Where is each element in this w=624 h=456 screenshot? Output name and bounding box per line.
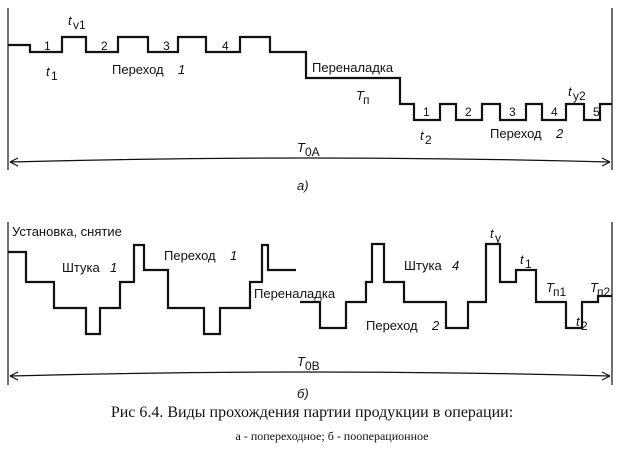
step-waveform-b — [8, 243, 296, 336]
svg-text:v1: v1 — [73, 18, 86, 32]
total-time-label-b: T 0B — [297, 354, 320, 373]
svg-text:Штука: Штука — [62, 260, 100, 275]
svg-text:4: 4 — [452, 258, 459, 273]
svg-text:t: t — [568, 84, 573, 99]
svg-text:2: 2 — [581, 319, 588, 333]
svg-text:t: t — [490, 226, 495, 241]
svg-text:п2: п2 — [597, 285, 610, 299]
svg-text:t: t — [68, 13, 73, 28]
svg-text:T: T — [356, 88, 365, 103]
t1-label-b: t 1 — [520, 252, 532, 271]
svg-text:2: 2 — [425, 133, 432, 147]
ty-label-b: t y — [490, 226, 501, 245]
caption-a: а) — [297, 178, 309, 193]
svg-text:Переход: Переход — [164, 248, 216, 263]
step-label-a2-2: 2 — [465, 105, 472, 119]
svg-text:t: t — [420, 128, 425, 143]
step-waveform-b2 — [300, 242, 612, 330]
svg-text:t: t — [520, 252, 525, 267]
svg-text:T: T — [590, 280, 599, 295]
svg-text:2: 2 — [431, 318, 440, 333]
t2-label-a: t 2 — [420, 128, 432, 147]
svg-text:y: y — [495, 231, 501, 245]
step-waveform-a — [8, 35, 612, 122]
piece1-label-b: Штука 1 — [62, 260, 117, 275]
svg-text:T: T — [297, 354, 306, 369]
svg-text:0B: 0B — [305, 359, 320, 373]
ty2-label-a: t y2 — [568, 84, 586, 103]
setup-label-b: Установка, снятие — [12, 224, 122, 239]
tp2-label-b: T п2 — [590, 280, 610, 299]
tp1-label-b: T п1 — [546, 280, 566, 299]
svg-text:п1: п1 — [553, 285, 566, 299]
piece4-label-b: Штука 4 — [404, 258, 459, 273]
svg-text:Переход: Переход — [366, 318, 418, 333]
transition1-label-a: Переход 1 — [112, 62, 185, 77]
transition2-label-b: Переход 2 — [366, 318, 440, 333]
step-label-a2-1: 1 — [423, 105, 430, 119]
svg-text:1: 1 — [178, 62, 185, 77]
svg-text:T: T — [546, 280, 555, 295]
svg-text:T: T — [297, 140, 306, 155]
svg-text:0A: 0A — [305, 145, 320, 159]
svg-text:2: 2 — [555, 126, 564, 141]
svg-text:1: 1 — [110, 260, 117, 275]
diagram-a: 1 2 3 4 t 1 t v1 Переход 1 Переналадка T… — [7, 8, 613, 193]
total-time-arc-a — [9, 157, 611, 163]
arrow-right-a — [601, 157, 611, 167]
svg-text:п: п — [363, 93, 370, 107]
total-time-label-a: T 0A — [297, 140, 320, 159]
svg-text:Штука: Штука — [404, 258, 442, 273]
svg-text:1: 1 — [230, 248, 237, 263]
t1-label-a: t 1 — [46, 64, 58, 83]
diagram-b: Установка, снятие Штука 1 Переход 1 Пере… — [7, 222, 613, 400]
arrow-right-b — [601, 371, 611, 381]
tv1-label-a: t v1 — [68, 13, 86, 32]
svg-text:Переход: Переход — [112, 62, 164, 77]
process-diagram: 1 2 3 4 t 1 t v1 Переход 1 Переналадка T… — [7, 8, 613, 400]
figure-subcaption: а - попереходное; б - пооперационное — [235, 429, 429, 443]
svg-text:1: 1 — [51, 69, 58, 83]
step-label-a2-4: 4 — [551, 105, 558, 119]
svg-text:t: t — [46, 64, 51, 79]
t2-label-b: t 2 — [576, 314, 588, 333]
changeover-label-a: Переналадка — [312, 60, 394, 75]
arrow-left-a — [9, 157, 19, 167]
transition2-label-a: Переход 2 — [490, 126, 564, 141]
changeover-label-b: Переналадка — [254, 286, 336, 301]
total-time-arc-b — [9, 371, 611, 377]
svg-text:y2: y2 — [573, 89, 586, 103]
tp-label-a: T п — [356, 88, 370, 107]
step-label-a2-3: 3 — [509, 105, 516, 119]
caption-b: б) — [297, 386, 309, 400]
figure-caption: Рис 6.4. Виды прохождения партии продукц… — [110, 404, 514, 421]
step-label-a-2: 2 — [101, 39, 108, 53]
transition1-label-b: Переход 1 — [164, 248, 237, 263]
arrow-left-b — [9, 371, 19, 381]
svg-text:t: t — [576, 314, 581, 329]
step-label-a-3: 3 — [163, 39, 170, 53]
step-label-a-1: 1 — [44, 39, 51, 53]
step-label-a2-5: 5 — [593, 105, 600, 119]
svg-text:Переход: Переход — [490, 126, 542, 141]
step-label-a-4: 4 — [222, 39, 229, 53]
svg-text:1: 1 — [525, 257, 532, 271]
